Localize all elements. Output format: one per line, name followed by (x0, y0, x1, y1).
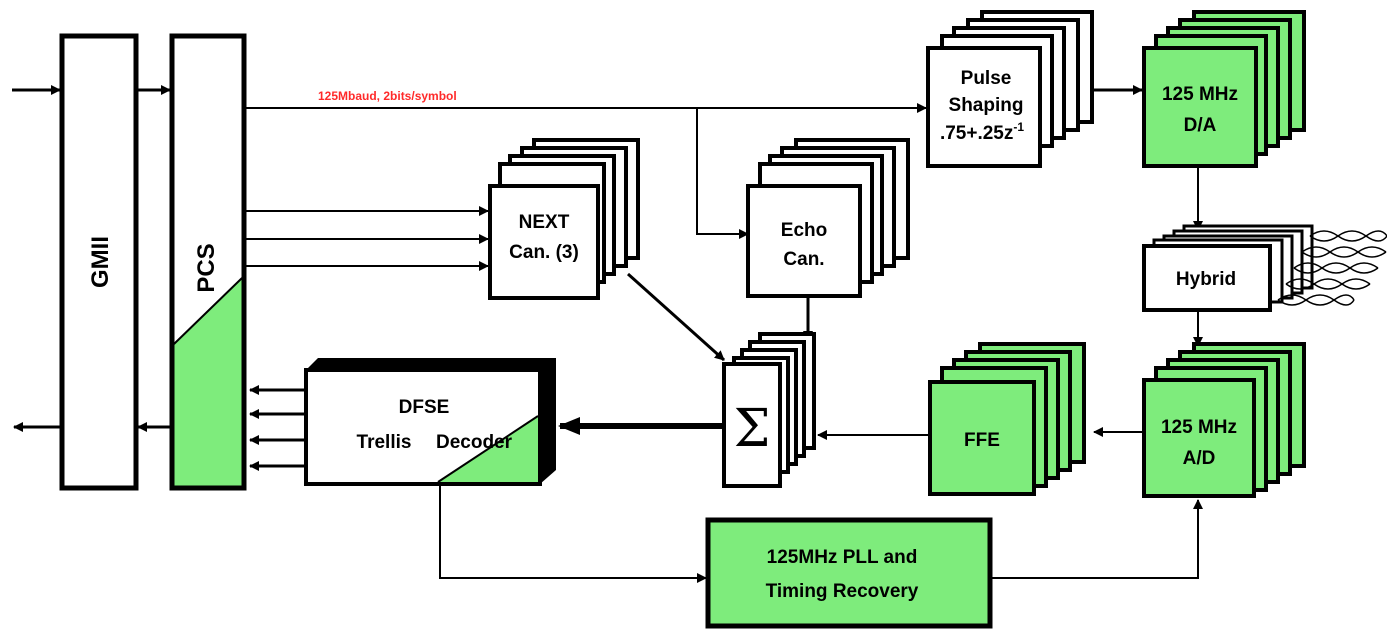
pulse-shaping-block: Pulse Shaping .75+.25z-1 (926, 10, 1094, 168)
pll-line1: 125MHz PLL and (767, 547, 918, 568)
summer-sigma-symbol: Σ (734, 399, 771, 459)
summer-block: Σ (722, 332, 816, 488)
da-line2: D/A (1184, 115, 1217, 136)
hybrid-block: Hybrid (1142, 224, 1314, 312)
ffe-block: FFE (928, 342, 1086, 496)
echo-canceller-block: Echo Can. (746, 138, 910, 298)
twisted-pair-cable (1277, 230, 1387, 306)
dfse-block: DFSE Trellis Decoder (304, 358, 556, 486)
pll-line2: Timing Recovery (766, 581, 919, 602)
pll-to-ad-line (990, 499, 1203, 579)
ad-line1: 125 MHz (1161, 417, 1237, 438)
echo-line1: Echo (781, 220, 827, 241)
pulse-shaping-line2: Shaping (949, 95, 1024, 116)
next-canceller-block: NEXT Can. (3) (488, 138, 640, 300)
pcs-block: PCS (169, 33, 247, 491)
ffe-label: FFE (964, 430, 1000, 451)
hybrid-label: Hybrid (1176, 269, 1236, 290)
pll-timing-recovery-block: 125MHz PLL and Timing Recovery (705, 517, 993, 629)
da-line1: 125 MHz (1162, 84, 1238, 105)
pulse-shaping-exponent: -1 (1013, 120, 1024, 134)
pulse-shaping-formula: .75+.25z-1 (940, 120, 1024, 144)
dfse-line1: DFSE (399, 397, 450, 418)
gmii-label: GMII (87, 236, 114, 288)
pcs-green-section (174, 278, 242, 486)
pulse-shaping-line3: .75+.25z (940, 123, 1013, 144)
gmii-block: GMII (59, 33, 139, 491)
next-line1: NEXT (519, 212, 570, 233)
dfse-line2: Trellis (357, 432, 412, 453)
symbol-rate-annotation: 125Mbaud, 2bits/symbol (318, 89, 457, 103)
echo-line2: Can. (783, 249, 824, 270)
da-block: 125 MHz D/A (1142, 10, 1306, 168)
dfse-to-pll-line (439, 484, 707, 583)
pulse-shaping-line1: Pulse (961, 68, 1012, 89)
tap-to-echo-line (696, 108, 749, 239)
next-to-summer-arrow (626, 272, 726, 362)
ad-block: 125 MHz A/D (1142, 342, 1306, 498)
ad-line2: A/D (1183, 448, 1216, 469)
dfse-line3: Decoder (436, 432, 513, 453)
next-line2: Can. (3) (509, 242, 579, 263)
pcs-label: PCS (193, 243, 220, 292)
